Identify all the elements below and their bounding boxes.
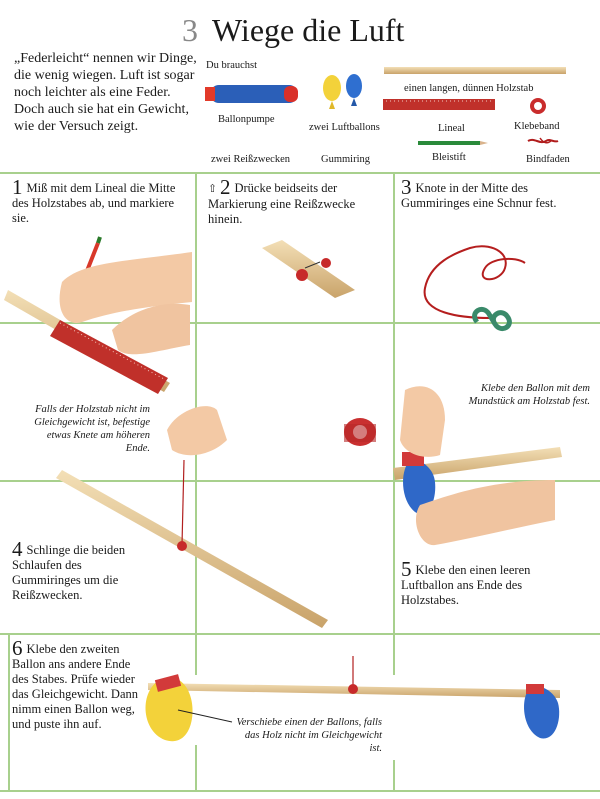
ruler-image bbox=[383, 99, 495, 110]
step-number: 6 bbox=[12, 636, 23, 660]
grid-line bbox=[393, 635, 395, 675]
page-title-text: Wiege die Luft bbox=[212, 12, 405, 48]
rubber-label: Gummiring bbox=[321, 154, 370, 165]
step-number: 4 bbox=[12, 537, 23, 561]
grid-line bbox=[8, 635, 10, 792]
move-note: Verschiebe einen der Ballons, falls das … bbox=[236, 717, 382, 754]
page-title: 3 Wiege die Luft bbox=[182, 12, 404, 49]
step5-image bbox=[393, 386, 562, 546]
ruler-label: Lineal bbox=[438, 123, 465, 134]
step6-image bbox=[145, 656, 560, 742]
grid-line bbox=[393, 760, 395, 792]
tape-label: Klebeband bbox=[514, 121, 560, 132]
step-number: 1 bbox=[12, 175, 23, 199]
grid-line bbox=[195, 172, 197, 635]
pencil-label: Bleistift bbox=[432, 152, 466, 163]
intro-text: „Federleicht“ nennen wir Dinge, die weni… bbox=[14, 51, 197, 134]
arrow-icon: ⇧ bbox=[208, 183, 220, 195]
step-number: 5 bbox=[401, 557, 412, 581]
balloons-label: zwei Luftballons bbox=[309, 122, 380, 133]
step-number: 3 bbox=[401, 175, 412, 199]
grid-line bbox=[0, 322, 600, 324]
step-text: Klebe den einen leeren Luftballon ans En… bbox=[401, 563, 531, 607]
pencil-image bbox=[418, 141, 488, 145]
grid-line bbox=[0, 633, 600, 635]
step-text: Klebe den zweiten Ballon ans andere Ende… bbox=[12, 642, 139, 731]
string-image bbox=[527, 137, 559, 144]
tape-roll-image bbox=[344, 418, 376, 446]
balloon-pump-image bbox=[205, 85, 298, 103]
pump-label: Ballonpumpe bbox=[218, 114, 275, 125]
grid-line bbox=[0, 172, 600, 174]
grid-line bbox=[393, 172, 395, 635]
pins-label: zwei Reißzwecken bbox=[211, 154, 291, 165]
balance-note: Falls der Holzstab nicht im Gleichgewich… bbox=[34, 404, 150, 454]
grid-line bbox=[195, 635, 197, 675]
grid-line bbox=[0, 480, 600, 482]
step-text: Miß mit dem Lineal die Mitte des Holzsta… bbox=[12, 181, 176, 225]
step3-image bbox=[423, 245, 526, 331]
tape-image bbox=[530, 98, 546, 114]
step-text: Drücke beidseits der Markierung eine Rei… bbox=[208, 181, 356, 226]
materials-heading: Du brauchst bbox=[206, 60, 258, 71]
page-number: 3 bbox=[182, 12, 198, 48]
step2-image bbox=[262, 240, 355, 298]
glue-note: Klebe den Ballon mit dem Mundstück am Ho… bbox=[468, 383, 590, 407]
grid-line bbox=[195, 745, 197, 792]
step1-image bbox=[4, 236, 193, 394]
step-text: Schlinge die beiden Schlaufen des Gummir… bbox=[12, 543, 126, 602]
stick-label: einen langen, dünnen Holzstab bbox=[404, 83, 534, 94]
stick-image bbox=[384, 67, 566, 74]
step-text: Knote in der Mitte des Gummiringes eine … bbox=[401, 181, 557, 210]
balloons-image bbox=[323, 74, 362, 109]
step-number: 2 bbox=[219, 175, 231, 199]
step4-image bbox=[56, 406, 328, 628]
grid-line bbox=[0, 790, 600, 792]
string-label: Bindfaden bbox=[526, 154, 570, 165]
